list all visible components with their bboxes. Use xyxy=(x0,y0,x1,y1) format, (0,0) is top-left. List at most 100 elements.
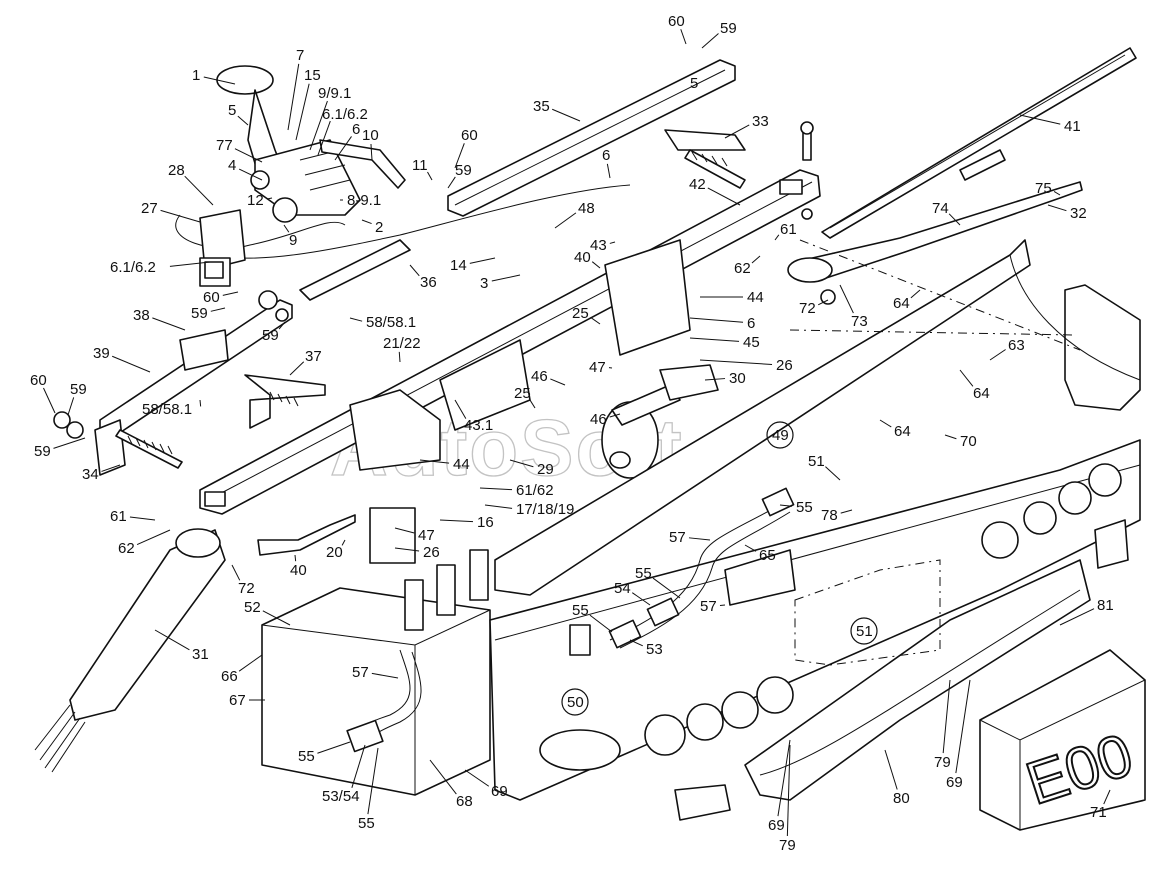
callout-label: 55 xyxy=(572,602,589,619)
leader-line xyxy=(590,316,601,325)
leader-line xyxy=(1053,190,1061,196)
callout-label: 31 xyxy=(192,646,209,663)
callout-label: 35 xyxy=(533,98,550,115)
callout-label: 61 xyxy=(780,221,797,238)
callout-label: 69 xyxy=(768,817,785,834)
leader-line xyxy=(317,120,331,156)
leader-line xyxy=(294,554,297,562)
leader-line xyxy=(989,349,1006,361)
spring-rods xyxy=(115,374,356,556)
callout-label: 17/18/19 xyxy=(516,501,574,518)
leader-line xyxy=(724,124,750,139)
callout-label: 46 xyxy=(531,368,548,385)
leader-line xyxy=(529,399,536,409)
callout-label: 40 xyxy=(574,249,591,266)
leader-line xyxy=(688,537,711,541)
callout-label: 1 xyxy=(192,67,200,84)
sign-plate-71: E00 xyxy=(979,649,1146,831)
callout-label: 72 xyxy=(799,300,816,317)
callout-label: 64 xyxy=(973,385,990,402)
leader-line xyxy=(152,317,186,331)
callout-label: 60 xyxy=(461,127,478,144)
callout-label: 60 xyxy=(30,372,47,389)
callout-label: 75 xyxy=(1035,180,1052,197)
callout-label: 72 xyxy=(238,580,255,597)
leader-line xyxy=(287,63,300,131)
callout-label: 43 xyxy=(590,237,607,254)
callout-label: 5 xyxy=(690,75,698,92)
callout-label: 36 xyxy=(420,274,437,291)
leader-line xyxy=(398,351,401,363)
leader-line xyxy=(777,739,791,817)
leader-line xyxy=(1019,114,1061,125)
callout-label: 70 xyxy=(960,433,977,450)
callout-label: 80 xyxy=(893,790,910,807)
callout-label: 27 xyxy=(141,200,158,217)
callout-label: 78 xyxy=(821,507,838,524)
leader-line xyxy=(779,504,793,507)
leader-line xyxy=(955,679,971,774)
callout-label: 59 xyxy=(455,162,472,179)
callout-label: 79 xyxy=(779,837,796,854)
callout-label: 41 xyxy=(1064,118,1081,135)
callout-label: 8-9.1 xyxy=(347,192,381,209)
callout-label: 60 xyxy=(203,289,220,306)
callout-label: 61/62 xyxy=(516,482,554,499)
leader-line xyxy=(751,255,761,264)
leader-line xyxy=(295,83,310,141)
leader-line xyxy=(1103,789,1111,805)
callout-label: 59 xyxy=(34,443,51,460)
callout-label: 40 xyxy=(290,562,307,579)
leader-line xyxy=(409,264,420,277)
leader-line xyxy=(394,547,420,552)
leader-line xyxy=(136,529,171,546)
leader-line xyxy=(707,187,741,206)
callout-label: 9/9.1 xyxy=(318,85,351,102)
leader-line xyxy=(203,76,236,85)
leader-line xyxy=(948,213,961,226)
callout-label: 58/58.1 xyxy=(366,314,416,331)
leader-line xyxy=(222,291,239,296)
callout-circle xyxy=(561,688,589,716)
leader-line xyxy=(464,769,490,787)
callout-label: 74 xyxy=(932,200,949,217)
leader-line xyxy=(238,168,263,181)
callout-label: 46 xyxy=(590,411,607,428)
leader-line xyxy=(744,544,757,552)
leader-line xyxy=(840,509,853,514)
leader-line xyxy=(884,749,898,790)
leader-line xyxy=(439,519,474,523)
callout-label: 20 xyxy=(326,544,343,561)
leader-line xyxy=(184,175,214,206)
leader-line xyxy=(67,397,75,416)
leader-line xyxy=(817,299,829,306)
callout-label: 44 xyxy=(747,289,764,306)
leader-line xyxy=(419,459,450,464)
callout-label: 14 xyxy=(450,257,467,274)
leader-line xyxy=(334,136,352,161)
callout-label: 77 xyxy=(216,137,233,154)
callout-circle xyxy=(766,421,794,449)
leader-line xyxy=(351,744,366,788)
callout-label: 55 xyxy=(796,499,813,516)
leader-line xyxy=(317,741,351,754)
leader-line xyxy=(479,487,513,491)
leader-line xyxy=(53,437,86,449)
leader-line xyxy=(349,317,363,322)
leader-line xyxy=(701,33,719,49)
leader-line xyxy=(237,115,249,126)
callout-label: 64 xyxy=(893,295,910,312)
leader-lines xyxy=(43,29,1111,837)
callout-label: 16 xyxy=(477,514,494,531)
brackets-misc xyxy=(299,239,1129,821)
callout-label: 15 xyxy=(304,67,321,84)
callout-label: 7 xyxy=(296,47,304,64)
callout-label: 58/58.1 xyxy=(142,401,192,418)
leader-line xyxy=(43,387,56,414)
callout-label: 49 xyxy=(772,427,789,444)
leader-line xyxy=(154,629,190,651)
callout-circle xyxy=(850,617,878,645)
leader-line xyxy=(959,369,974,387)
leader-line xyxy=(839,284,854,314)
